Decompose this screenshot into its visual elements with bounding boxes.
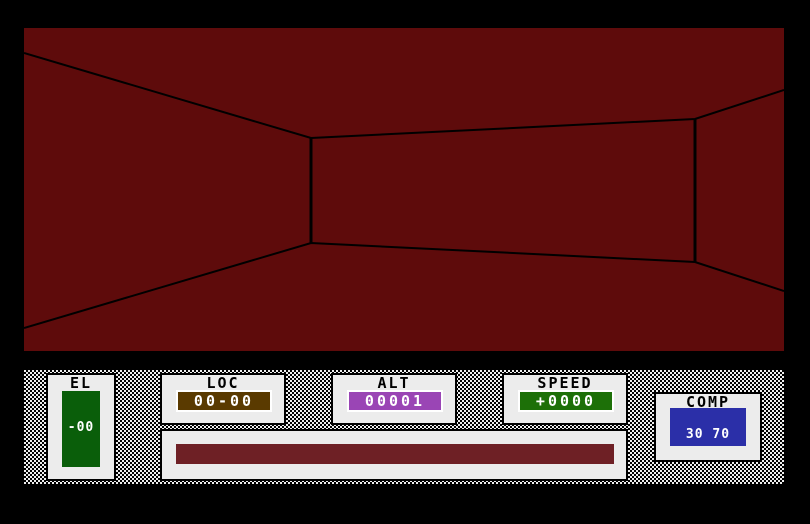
compass-gauge: 30 70 xyxy=(670,408,746,446)
comp-label: COMP xyxy=(685,393,731,411)
speed-panel: SPEED +0000 xyxy=(502,373,628,425)
3d-viewport[interactable] xyxy=(24,28,784,351)
message-panel xyxy=(160,429,628,481)
hud-panel: EL -00 LOC 00-00 ALT 00001 SPEED +0000 C… xyxy=(24,370,784,484)
room-walls xyxy=(24,28,784,351)
alt-value: 00001 xyxy=(347,390,443,412)
energy-bar xyxy=(176,444,614,464)
speed-label: SPEED xyxy=(537,374,593,392)
el-value: -00 xyxy=(67,420,95,435)
elevation-gauge: -00 xyxy=(62,391,100,467)
loc-label: LOC xyxy=(206,374,240,392)
speed-value: +0000 xyxy=(518,390,614,412)
el-panel: EL -00 xyxy=(46,373,116,481)
alt-panel: ALT 00001 xyxy=(331,373,457,425)
loc-panel: LOC 00-00 xyxy=(160,373,286,425)
comp-panel: COMP 30 70 xyxy=(654,392,762,462)
loc-value: 00-00 xyxy=(176,390,272,412)
comp-value: 30 70 xyxy=(685,427,731,442)
el-label: EL xyxy=(69,374,93,392)
alt-label: ALT xyxy=(377,374,411,392)
wall-edges xyxy=(24,52,784,329)
